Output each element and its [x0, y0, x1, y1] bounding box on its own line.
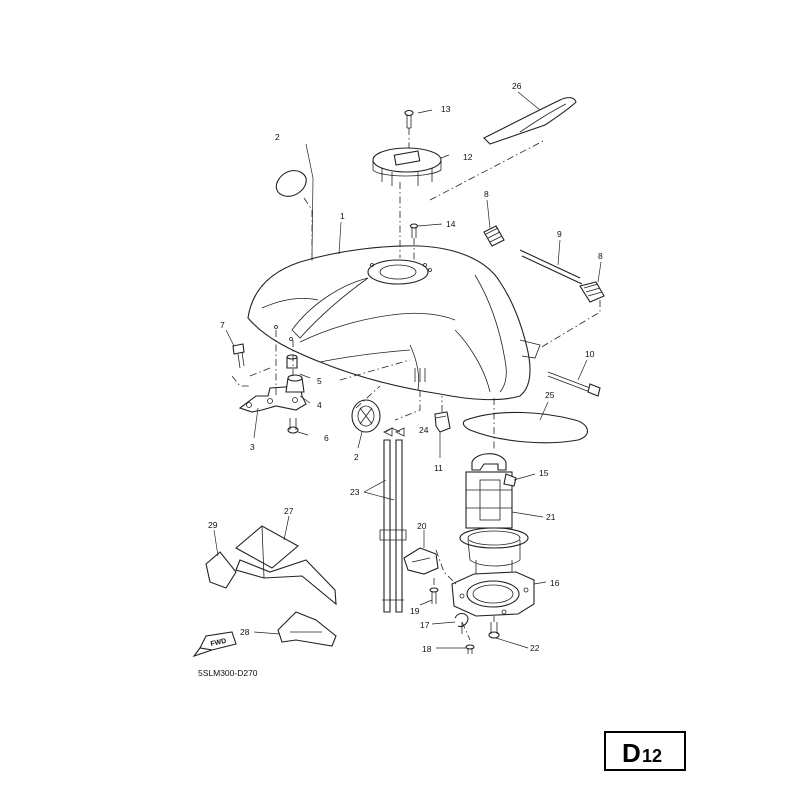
callout-18: 18 [422, 644, 432, 654]
clip-17[interactable] [454, 612, 469, 635]
callout-16: 16 [550, 578, 560, 588]
drain-pipes[interactable] [379, 439, 407, 613]
screw-19[interactable] [429, 587, 439, 604]
callout-8-right: 8 [598, 251, 603, 261]
callout-26: 26 [512, 81, 522, 91]
callout-2-lower: 2 [354, 452, 359, 462]
screw-18[interactable] [465, 644, 475, 654]
callout-28: 28 [240, 627, 250, 637]
panel-27[interactable] [235, 525, 337, 606]
leader-lines [213, 91, 602, 649]
callout-12: 12 [463, 152, 473, 162]
fwd-label: FWD [210, 638, 227, 648]
callout-9: 9 [557, 229, 562, 239]
callout-11: 11 [434, 463, 443, 473]
callout-6: 6 [324, 433, 329, 443]
hose-joint-lower[interactable] [579, 281, 605, 303]
fwd-arrow-icon [192, 631, 237, 658]
bracket-bolt[interactable] [287, 418, 299, 434]
callout-20: 20 [417, 521, 427, 531]
callout-23: 23 [350, 487, 360, 497]
fuel-pump[interactable] [459, 453, 529, 576]
tank-bolt[interactable] [409, 223, 419, 238]
callout-2-upper: 2 [275, 132, 280, 142]
callout-1: 1 [340, 211, 345, 221]
connection-lines [231, 128, 601, 641]
side-cover[interactable] [462, 411, 588, 444]
callout-21: 21 [546, 512, 556, 522]
callout-19: 19 [410, 606, 420, 616]
damper-lower[interactable] [351, 399, 381, 433]
callout-22: 22 [530, 643, 540, 653]
fuel-tank[interactable] [247, 245, 541, 401]
pipe-clips[interactable] [383, 427, 405, 437]
callout-8-left: 8 [484, 189, 489, 199]
callout-15: 15 [539, 468, 549, 478]
callout-3: 3 [250, 442, 255, 452]
cap-screw[interactable] [404, 109, 414, 129]
callout-24: 24 [419, 425, 429, 435]
diagram-code: 5SLM300-D270 [198, 668, 258, 678]
callout-29: 29 [208, 520, 218, 530]
top-cover[interactable] [483, 97, 577, 145]
front-bolt[interactable] [232, 343, 245, 369]
damper-upper[interactable] [275, 170, 307, 197]
callout-4: 4 [317, 400, 322, 410]
bracket-20[interactable] [403, 547, 439, 575]
page-badge-number: 12 [642, 746, 662, 766]
page-badge-letter: D [622, 738, 641, 768]
callout-7: 7 [220, 320, 225, 330]
panel-29[interactable] [205, 551, 237, 589]
collar[interactable] [286, 354, 298, 369]
callout-17: 17 [420, 620, 430, 630]
page-badge: D 12 [604, 731, 686, 771]
callout-14: 14 [446, 219, 456, 229]
fuel-cap[interactable] [372, 147, 442, 186]
hose[interactable] [519, 249, 583, 285]
long-bolt[interactable] [547, 371, 601, 397]
callout-5: 5 [317, 376, 322, 386]
rubber-damper[interactable] [285, 374, 305, 393]
bolt-22[interactable] [488, 622, 500, 639]
callout-27: 27 [284, 506, 294, 516]
panel-28[interactable] [277, 611, 337, 647]
callout-25: 25 [545, 390, 555, 400]
callout-numbers: 1 2 2 3 4 5 6 7 8 8 9 10 11 12 13 14 15 … [208, 81, 603, 654]
hose-joint-upper[interactable] [483, 225, 505, 247]
hose-clip[interactable] [434, 411, 451, 433]
callout-10: 10 [585, 349, 595, 359]
callout-13: 13 [441, 104, 451, 114]
pump-gasket[interactable] [451, 571, 535, 617]
